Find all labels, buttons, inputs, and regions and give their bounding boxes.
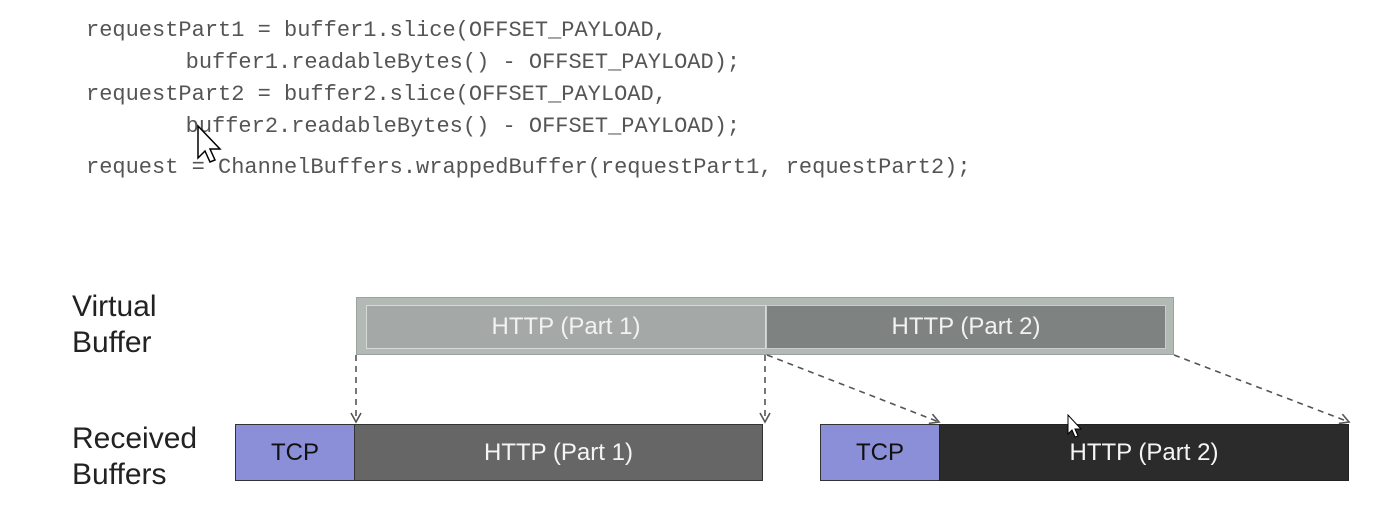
received-buffers-label: Received Buffers <box>72 421 197 493</box>
virtual-label-line-1: Virtual <box>72 290 157 323</box>
buffer1-tcp-segment: TCP <box>235 424 355 481</box>
virtual-buffer-part-1: HTTP (Part 1) <box>366 305 766 349</box>
buffer2-http-segment: HTTP (Part 2) <box>939 424 1349 481</box>
mouse-pointer-icon <box>197 124 222 163</box>
received-label-line-1: Received <box>72 422 198 455</box>
code-block: requestPart1 = buffer1.slice(OFFSET_PAYL… <box>86 18 971 180</box>
buffer1-http-segment: HTTP (Part 1) <box>354 424 763 481</box>
buffer2-tcp-segment: TCP <box>820 424 940 481</box>
code-line-1: requestPart1 = buffer1.slice(OFFSET_PAYL… <box>86 18 667 43</box>
received-label-line-2: Buffers <box>72 458 167 491</box>
virtual-buffer-part-2: HTTP (Part 2) <box>766 305 1166 349</box>
mouse-pointer-icon-small <box>1067 414 1083 438</box>
arrow-part2-start <box>766 354 941 425</box>
code-line-4: buffer2.readableBytes() - OFFSET_PAYLOAD… <box>80 114 741 139</box>
virtual-buffer-label: Virtual Buffer <box>72 289 157 361</box>
code-line-2: buffer1.readableBytes() - OFFSET_PAYLOAD… <box>80 50 741 75</box>
code-line-3: requestPart2 = buffer2.slice(OFFSET_PAYL… <box>86 82 667 107</box>
code-line-5: request = ChannelBuffers.wrappedBuffer(r… <box>86 155 971 180</box>
virtual-label-line-2: Buffer <box>72 326 152 359</box>
arrow-part2-end <box>1173 354 1351 425</box>
